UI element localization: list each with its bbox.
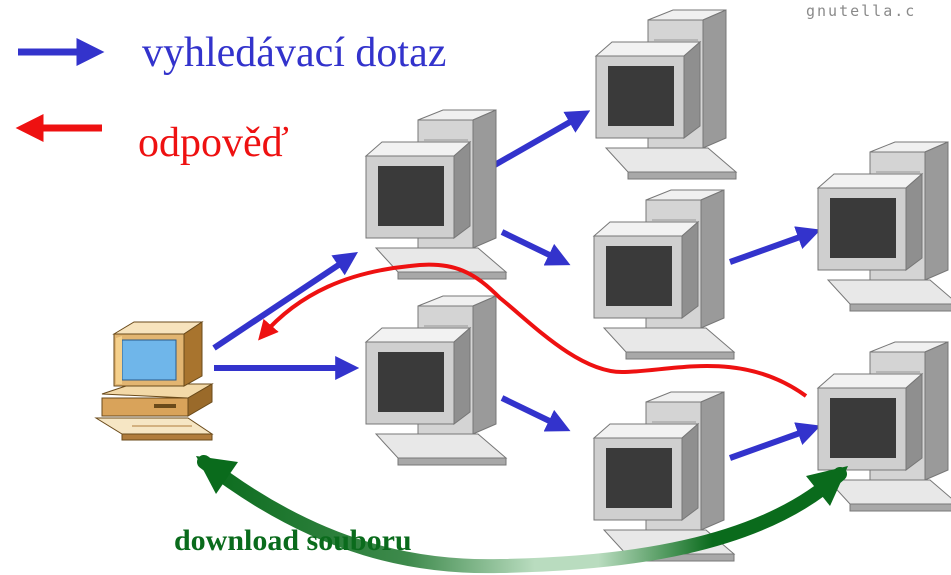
query-arrows: [212, 110, 821, 461]
download-arrow: [197, 455, 847, 574]
query-arrow-peer-b-to-peer-c: [500, 229, 571, 266]
legend-query-label: vyhledávací dotaz: [142, 30, 446, 76]
peer-computer-icon-b: [365, 109, 507, 280]
download-arrowhead-right: [806, 466, 848, 506]
client-computer-icon: [95, 321, 213, 441]
watermark-text: gnutella.c: [806, 2, 916, 20]
download-label: download souboru: [174, 524, 412, 557]
download-arrowhead-left: [196, 456, 238, 494]
legend-reply-label: odpověď: [138, 120, 289, 166]
peer-computer-icon-c: [593, 189, 735, 360]
query-arrow-peer-c-to-peer-d: [728, 226, 821, 265]
query-arrow-client-to-peer-b: [212, 252, 358, 351]
peer-computer-icon-e: [365, 295, 507, 466]
reply-path-arrow: [258, 262, 808, 398]
peer-computer-icon-a: [595, 9, 737, 180]
peer-computer-icon-d: [817, 141, 951, 312]
query-arrow-peer-b-to-peer-a: [484, 110, 591, 173]
query-arrow-peer-e-to-peer-f: [500, 395, 571, 432]
query-arrow-peer-f-to-peer-g: [728, 422, 821, 461]
